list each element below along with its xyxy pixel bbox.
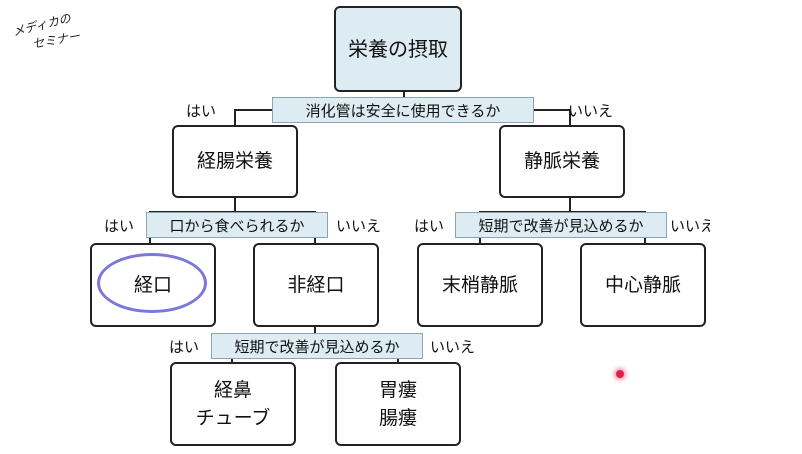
label-no-q4: いいえ: [430, 338, 476, 356]
node-enteral-nutrition: 経腸栄養: [172, 125, 298, 198]
node-root-label: 栄養の摂取: [348, 37, 448, 61]
question-oral-intake: 口から食べられるか: [146, 212, 328, 238]
label-no-q3: いいえ: [670, 217, 710, 235]
label-no-q1: いいえ: [568, 102, 614, 120]
label-no-q3-clip: いいえ: [670, 212, 710, 238]
label-yes-q2: はい: [104, 217, 135, 235]
label-yes-q1: はい: [186, 102, 217, 120]
question-digestive-tract: 消化管は安全に使用できるか: [272, 97, 534, 123]
label-no-q2: いいえ: [336, 217, 382, 235]
node-root: 栄養の摂取: [334, 6, 462, 92]
node-parenteral-nutrition: 静脈栄養: [499, 125, 625, 198]
node-non-oral: 非経口: [253, 243, 379, 327]
node-central-vein: 中心静脈: [580, 243, 706, 327]
question-short-term-enteral: 短期で改善が見込めるか: [211, 333, 423, 359]
node-nasal-tube: 経鼻 チューブ: [170, 362, 296, 446]
laser-pointer-dot: [616, 370, 624, 378]
highlight-circle: [97, 253, 207, 313]
node-gastrostomy: 胃瘻 腸瘻: [335, 362, 461, 446]
medica-seminar-logo: メディカの セミナー: [11, 11, 81, 52]
label-yes-q3: はい: [414, 217, 445, 235]
node-peripheral-vein: 末梢静脈: [417, 243, 543, 327]
label-yes-q4: はい: [169, 338, 200, 356]
question-short-term-parenteral: 短期で改善が見込めるか: [455, 212, 667, 238]
